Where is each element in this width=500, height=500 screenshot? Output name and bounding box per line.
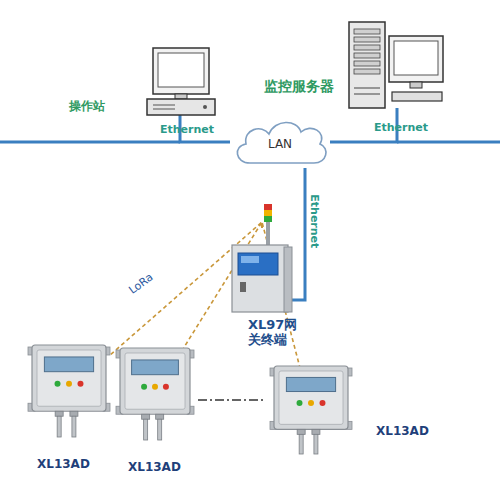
cabinet-side [284,247,292,312]
door-lock [240,282,246,292]
pipe-nut [297,429,305,434]
sensor-panel [37,350,101,406]
edge-label: Ethernet [308,194,321,248]
drive-slot [153,109,175,110]
sensor-node-art [116,348,194,440]
vent-line [354,94,380,95]
edge-label: Ethernet [374,122,428,135]
sensor-node-art [270,366,352,454]
status-led [66,381,72,387]
workstation-node: 操作站 [145,48,217,115]
sensor-housing [32,345,106,411]
pipe-nut [312,429,320,434]
monitor-stand [410,82,422,88]
pipe-nut [142,414,150,419]
node-label: 监控服务器 [264,78,334,94]
gateway-node: XL97网 关终端 [232,228,292,312]
pressure-pipe [158,419,162,440]
pressure-pipe [144,419,148,440]
pipe-nut [70,411,78,416]
continuation-line [198,399,266,401]
cabinet-body [232,245,288,312]
sensor-housing [120,348,190,414]
status-led [319,400,325,406]
ethernet-link [292,168,305,300]
drive-bay [354,29,380,34]
keyboard [392,92,442,101]
drive-slot [153,105,175,106]
edge-label: LoRa [127,271,156,297]
sensor-node: XL13AD [270,366,352,454]
drive-bay [354,61,380,66]
monitor-frame [153,48,209,94]
status-led [163,384,169,390]
drive-bay [354,53,380,58]
edge-label: Ethernet [160,124,214,137]
screen-glare [241,256,259,263]
status-led [297,400,303,406]
node-label: 操作站 [69,100,105,114]
pipe-nut [55,411,63,416]
desktop-case [147,99,215,115]
sensor-node-art [28,345,110,437]
sensor-panel [125,353,185,409]
pressure-pipe [72,416,76,437]
sensor-node: XL13AD [28,345,110,437]
sensor-node: XL13AD [116,348,194,440]
status-led [55,381,61,387]
workstation-node-art [145,48,217,115]
pressure-pipe [314,434,318,454]
vent-line [354,88,380,89]
monitor-screen [158,53,204,87]
tower-light-red [264,204,272,210]
gateway-node-art [232,228,292,312]
server-node: 监控服务器 [348,22,445,108]
drive-bay [354,37,380,42]
status-led [152,384,158,390]
pressure-pipe [57,416,61,437]
drive-bay [354,45,380,50]
monitor-frame [389,36,443,82]
server-node-art [348,22,445,108]
sensor-panel [279,371,343,424]
node-label: LAN [230,116,330,168]
light-pole [266,220,270,246]
lcd-screen [286,377,335,391]
node-label: XL97网 关终端 [248,318,298,348]
lcd-screen [132,360,179,375]
power-button [203,105,207,109]
ethernet-bus [0,141,180,144]
sensor-housing [274,366,348,429]
tower-light-green [264,216,272,222]
status-led [308,400,314,406]
status-led [77,381,83,387]
monitor-screen [394,41,438,75]
server-tower [349,22,385,108]
lan-cloud: LAN [230,116,330,168]
node-label: XL13AD [37,458,90,472]
pipe-nut [156,414,164,419]
drive-bay [354,69,380,74]
pressure-pipe [299,434,303,454]
status-led [141,384,147,390]
node-label: XL13AD [128,461,181,475]
ethernet-bus [397,141,500,144]
touch-screen [238,253,278,275]
tower-light-yellow [264,210,272,216]
node-label: XL13AD [376,425,429,439]
lcd-screen [44,357,93,372]
